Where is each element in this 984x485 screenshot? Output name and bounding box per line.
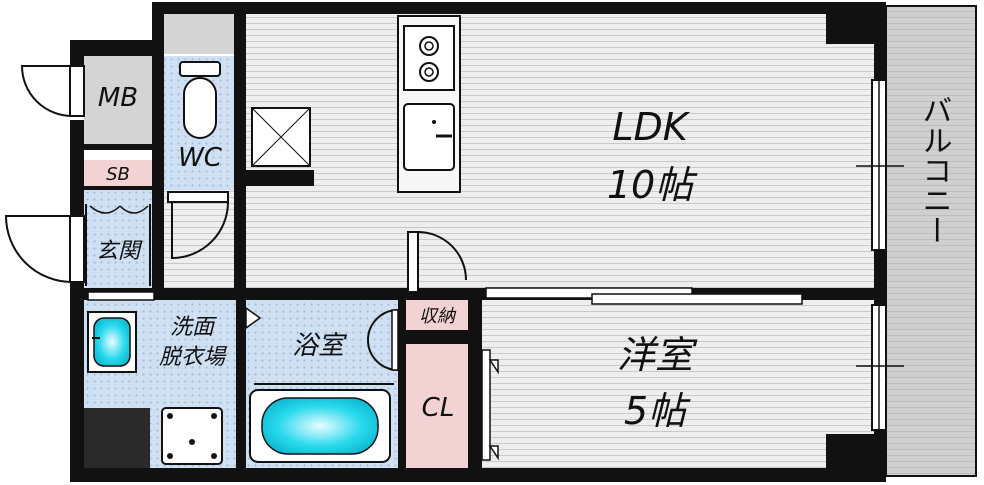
entrance-label: 玄関 [96,239,143,264]
shoe-cabinet-doors [85,204,151,286]
bath-door-swing [367,309,399,371]
bath-label: 浴室 [292,331,348,361]
washroom-label-line1: 洗面 [170,315,218,340]
ldk-label: LDK [612,105,690,149]
closet-floor [406,344,468,468]
mb-label: MB [98,83,138,113]
fridge-space [251,107,311,167]
storage-label: 収納 [419,306,457,327]
balcony-window-western [856,304,904,431]
closet-doors [481,349,499,461]
balcony-label: バルコニー [917,95,952,245]
balcony-floor [885,5,977,477]
sb-floor [84,160,154,186]
storage-floor [406,300,468,330]
ldk-size-label: 10帖 [607,163,698,207]
washroom-label-line2: 脱衣場 [159,345,228,370]
entrance-hall-floor [164,190,234,288]
mb-floor [84,56,154,144]
wc-door [167,191,229,260]
western-room-floor [482,300,874,468]
sb-label: SB [106,164,130,185]
bathtub-fixture [249,383,394,463]
wc-label: WC [178,143,223,173]
mb-door [20,65,85,117]
toilet-fixture [179,61,221,139]
western-room-label: 洋室 [617,333,698,377]
washroom-side-door [245,306,262,330]
closet-label: CL [422,393,455,423]
upper-gray-area [164,14,234,54]
western-room-size-label: 5帖 [624,389,691,433]
dark-corner-left [84,408,150,468]
kitchen-counter [397,15,461,193]
washroom-door [87,291,155,301]
ldk-floor [244,14,874,294]
sliding-doors-western [485,287,803,305]
balcony-window-ldk [856,79,904,251]
bath-door [391,309,399,371]
washbasin-fixture [87,311,137,373]
ldk-door [407,231,467,293]
entrance-door [4,215,85,283]
washing-machine-pan [161,407,223,465]
